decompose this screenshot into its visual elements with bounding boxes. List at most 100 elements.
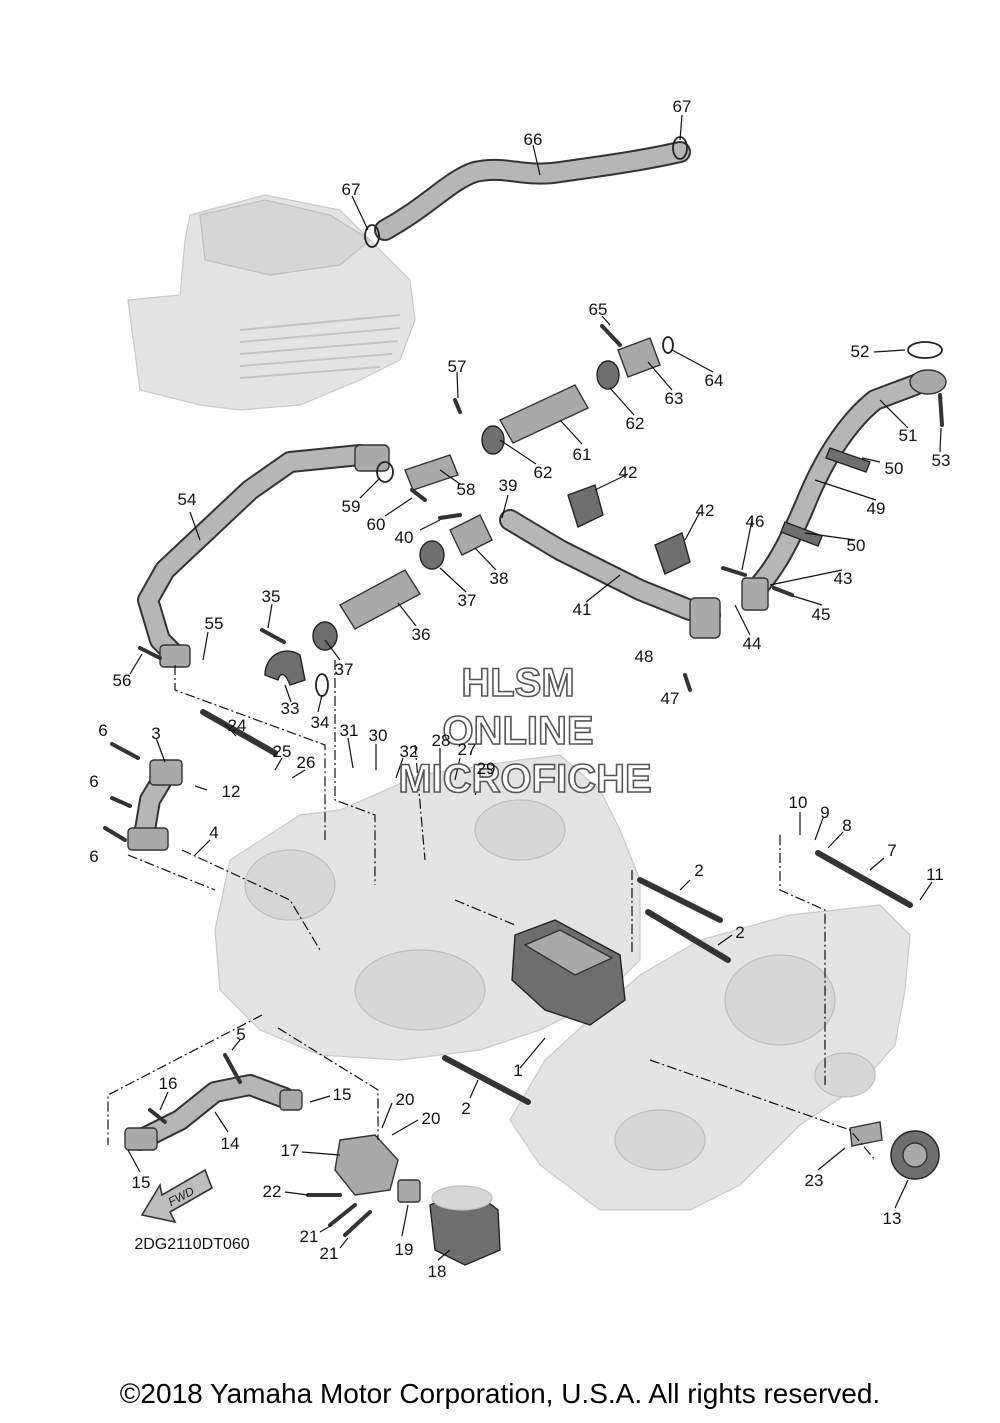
callout-label: 36	[412, 625, 431, 644]
oil-pipes-3-14	[124, 759, 303, 1151]
callout-label: 8	[842, 816, 851, 835]
callout-label: 62	[626, 414, 645, 433]
callout-label: 20	[396, 1090, 415, 1109]
watermark-line-1: HLSM	[461, 661, 574, 705]
callout-label: 2	[694, 861, 703, 880]
copyright-notice: ©2018 Yamaha Motor Corporation, U.S.A. A…	[119, 1378, 881, 1409]
callout-label: 17	[281, 1141, 300, 1160]
diagram-code: 2DG2110DT060	[134, 1236, 249, 1253]
watermark: HLSM ONLINE MICROFICHE	[398, 660, 653, 802]
callout-label: 44	[743, 634, 762, 653]
callout-label: 6	[89, 772, 98, 791]
callout-label: 67	[673, 97, 692, 116]
callout-label: 51	[899, 426, 918, 445]
callout-label: 64	[705, 371, 724, 390]
callout-label: 9	[820, 803, 829, 822]
breather-hose-66	[364, 136, 691, 248]
callout-label: 63	[665, 389, 684, 408]
callout-label: 4	[209, 823, 218, 842]
callout-label: 61	[573, 445, 592, 464]
callout-label: 28	[432, 731, 451, 750]
callout-label: 7	[887, 841, 896, 860]
callout-label: 52	[851, 342, 870, 361]
oil-pipe-41	[499, 509, 721, 639]
callout-label: 22	[263, 1182, 282, 1201]
callout-label: 45	[812, 605, 831, 624]
callout-label: 29	[477, 759, 496, 778]
oil-pipe-49	[741, 341, 947, 611]
engine-cylinder-ghost	[127, 194, 416, 411]
sleeve-parts	[481, 336, 674, 455]
callout-label: 12	[222, 782, 241, 801]
callout-label: 2	[461, 1099, 470, 1118]
callout-label: 18	[428, 1262, 447, 1281]
small-bolts	[103, 324, 944, 1237]
callout-label: 16	[159, 1074, 178, 1093]
callout-labels: 1 2 2 2 3 4 5 6 6 6 7 8 9 10 11 12 13 14…	[89, 97, 950, 1281]
callout-label: 32	[400, 742, 419, 761]
callout-label: 19	[395, 1240, 414, 1259]
callout-label: 62	[534, 463, 553, 482]
union-fittings	[376, 454, 493, 556]
leader-lines	[127, 114, 942, 1261]
callout-label: 33	[281, 699, 300, 718]
callout-label: 54	[178, 490, 197, 509]
callout-label: 37	[458, 591, 477, 610]
callout-label: 50	[885, 459, 904, 478]
callout-label: 42	[696, 501, 715, 520]
callout-label: 10	[789, 793, 808, 812]
callout-label: 41	[573, 600, 592, 619]
assembly-dash-lines	[107, 660, 876, 1161]
callout-label: 46	[746, 512, 765, 531]
callout-label: 2	[735, 923, 744, 942]
callout-label: 38	[490, 569, 509, 588]
engine-case-right-ghost	[509, 904, 911, 1211]
callout-label: 67	[342, 180, 361, 199]
callout-label: 6	[89, 847, 98, 866]
covers-42	[567, 484, 691, 575]
callout-label: 34	[311, 713, 330, 732]
callout-label: 25	[273, 742, 292, 761]
callout-label: 23	[805, 1171, 824, 1190]
callout-label: 27	[458, 740, 477, 759]
callout-label: 56	[113, 671, 132, 690]
fwd-arrow-icon: FWD	[140, 1168, 213, 1224]
callout-label: 11	[926, 865, 944, 884]
callout-label: 6	[98, 721, 107, 740]
callout-label: 21	[320, 1244, 339, 1263]
watermark-line-2: ONLINE	[442, 709, 593, 753]
watermark-line-3: MICROFICHE	[398, 757, 651, 801]
callout-label: 58	[457, 480, 476, 499]
callout-label: 43	[834, 569, 853, 588]
callout-label: 20	[422, 1109, 441, 1128]
callout-label: 31	[340, 721, 359, 740]
callout-label: 48	[635, 647, 654, 666]
callout-label: 59	[342, 497, 361, 516]
callout-label: 15	[333, 1085, 352, 1104]
long-bolts	[200, 709, 913, 1105]
callout-label: 30	[369, 726, 388, 745]
callout-label: 55	[205, 614, 224, 633]
callout-label: 47	[661, 689, 680, 708]
callout-label: 15	[132, 1173, 151, 1192]
callout-label: 53	[932, 451, 951, 470]
callout-label: 42	[619, 463, 638, 482]
callout-label: 13	[883, 1209, 902, 1228]
callout-label: 40	[395, 528, 414, 547]
callout-label: 39	[499, 476, 518, 495]
oil-pipe-54	[137, 444, 390, 668]
sleeve-parts-36-37	[312, 540, 445, 651]
callout-label: 14	[221, 1134, 240, 1153]
oil-filter-group	[334, 1134, 501, 1266]
elbow-33	[264, 650, 329, 697]
callout-label: 21	[300, 1227, 319, 1246]
callout-label: 5	[236, 1025, 245, 1044]
callout-label: 49	[867, 499, 886, 518]
callout-label: 1	[513, 1061, 522, 1080]
callout-label: 35	[262, 587, 281, 606]
starter-motor-1	[511, 919, 626, 1026]
callout-label: 37	[335, 660, 354, 679]
callout-label: 26	[297, 753, 316, 772]
callout-label: 57	[448, 357, 467, 376]
